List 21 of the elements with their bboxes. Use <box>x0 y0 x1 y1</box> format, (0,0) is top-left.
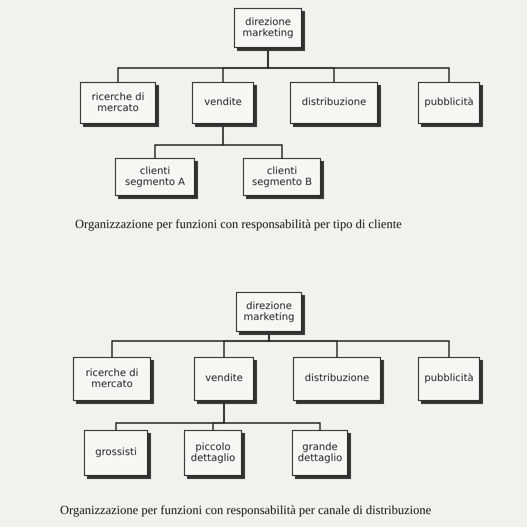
caption: Organizzazione per funzioni con responsabilità per canale di distribuzione <box>60 503 432 518</box>
org-box: ricerche di mercato <box>80 82 156 124</box>
org-box: pubblicità <box>418 357 480 401</box>
org-box: grande dettaglio <box>292 430 348 476</box>
org-box: direzione marketing <box>236 292 302 332</box>
caption: Organizzazione per funzioni con responsabilità per tipo di cliente <box>75 217 402 232</box>
org-box: direzione marketing <box>234 8 302 48</box>
org-box: ricerche di mercato <box>73 357 151 401</box>
org-box: clienti segmento A <box>115 158 195 196</box>
connector-line <box>267 48 450 82</box>
org-box: piccolo dettaglio <box>184 430 242 476</box>
org-box: pubblicità <box>418 82 480 124</box>
org-box: vendite <box>194 357 254 401</box>
connector-line <box>222 124 283 158</box>
org-box: grossisti <box>84 430 148 476</box>
org-box: distribuzione <box>290 82 378 124</box>
org-box: vendite <box>192 82 254 124</box>
connector-line <box>223 401 321 430</box>
connector-line <box>268 332 450 357</box>
org-box: distribuzione <box>293 357 381 401</box>
org-box: clienti segmento B <box>243 158 321 196</box>
